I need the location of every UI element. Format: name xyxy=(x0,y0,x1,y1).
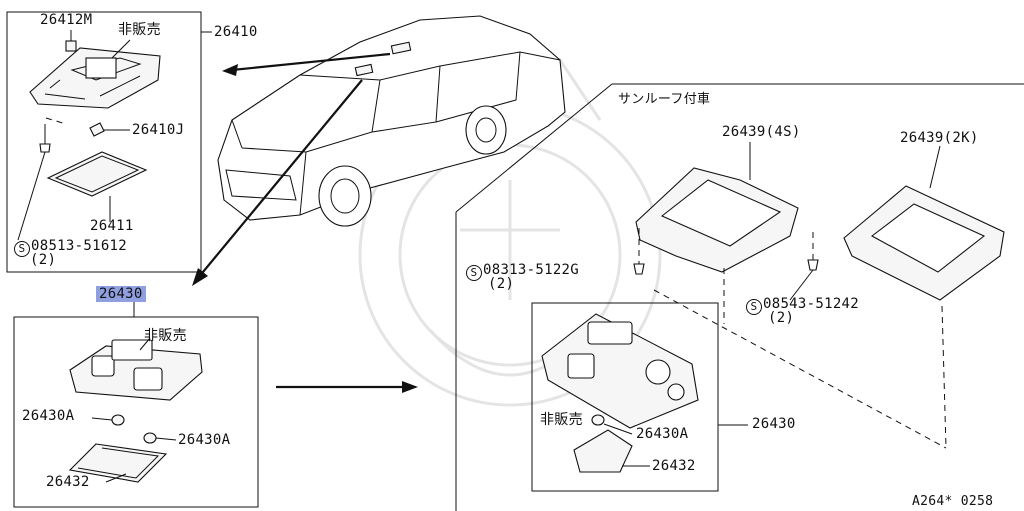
label-not-for-sale-1: 非販売 xyxy=(118,22,161,38)
bulb-26412m xyxy=(65,40,77,52)
label-26432-sunroof: 26432 xyxy=(652,458,696,474)
bulb-26410j xyxy=(89,122,105,137)
label-26430a-sunroof: 26430A xyxy=(636,426,689,442)
screw-08543 xyxy=(807,259,819,271)
screw-qty-08513: (2) xyxy=(30,252,57,268)
bulb-26430a-left xyxy=(111,414,125,426)
label-26439-2k: 26439(2K) xyxy=(900,130,979,146)
screw-code-08313: 08313-5122G xyxy=(483,262,580,278)
screw-symbol-icon: S xyxy=(746,299,762,315)
sunroof-lamp-housing xyxy=(541,313,699,429)
screw-08313 xyxy=(633,263,645,275)
map-lamp-panel xyxy=(6,11,212,273)
lens-26411 xyxy=(46,151,148,197)
sunroof-note: サンルーフ付車 xyxy=(618,92,711,107)
screw-code-08543: 08543-51242 xyxy=(763,296,860,312)
label-26430a-right: 26430A xyxy=(178,432,231,448)
screw-qty-08313: (2) xyxy=(488,276,515,292)
screw-code-08513: 08513-51612 xyxy=(31,238,128,254)
screw-symbol-icon: S xyxy=(466,265,482,281)
highlighted-part-number: 26430 xyxy=(96,286,146,302)
map-lamp-frame xyxy=(6,11,202,273)
lens-26432-sunroof xyxy=(573,429,633,473)
screw-qty-08543: (2) xyxy=(768,310,795,326)
label-26439-4s: 26439(4S) xyxy=(722,124,801,140)
bulb-26430a-right xyxy=(143,432,157,444)
label-26411: 26411 xyxy=(90,218,134,234)
screw-symbol-icon: S xyxy=(14,241,30,257)
label-26410j: 26410J xyxy=(132,122,185,138)
label-26430a-left: 26430A xyxy=(22,408,75,424)
pointer-arrows xyxy=(192,52,418,393)
sunroof-section xyxy=(455,83,1024,511)
label-26410: 26410 xyxy=(214,24,258,40)
room-lamp-frame xyxy=(13,316,259,508)
label-26430-sunroof: 26430 xyxy=(752,416,796,432)
diagram-code: A264* 0258 xyxy=(912,494,994,509)
room-lamp-panel xyxy=(13,302,259,508)
label-not-for-sale-2: 非販売 xyxy=(144,328,187,344)
label-not-for-sale-3: 非販売 xyxy=(540,412,583,428)
label-26432-left: 26432 xyxy=(46,474,90,490)
label-26430-highlight: 26430 xyxy=(96,286,146,302)
screw-08513 xyxy=(39,143,51,153)
car-illustration xyxy=(217,15,566,227)
sunroof-lamp-frame xyxy=(531,302,719,492)
label-26412m: 26412M xyxy=(40,12,93,28)
bulb-26430a-sunroof xyxy=(591,414,605,426)
